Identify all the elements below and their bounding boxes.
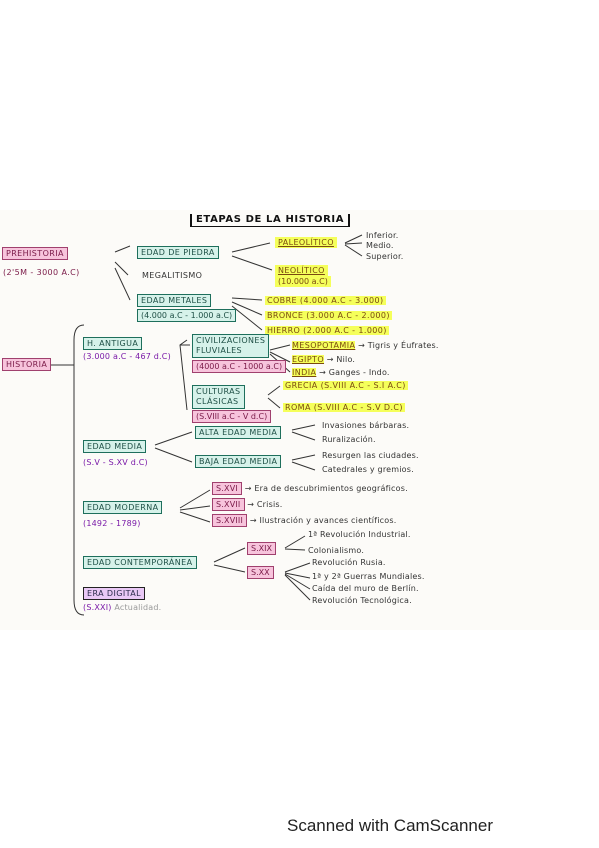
antigua-box: H. ANTIGUA xyxy=(83,337,143,350)
mesopotamia-desc: → Tigris y Éufrates. xyxy=(358,341,439,350)
clasicas-label-1: CULTURAS xyxy=(196,387,241,396)
xix-item-1: 1ª Revolución Industrial. xyxy=(308,530,411,539)
s-xviii-desc: → Ilustración y avances científicos. xyxy=(249,516,397,525)
hierro-label: HIERRO (2.000 a.C - 1.000) xyxy=(265,326,389,335)
media-box: EDAD MEDIA xyxy=(83,440,147,453)
egipto-label: EGIPTO xyxy=(292,355,325,364)
moderna-dates: (1492 - 1789) xyxy=(83,519,141,528)
baja-edad-media-box: BAJA EDAD MEDIA xyxy=(195,455,282,468)
fluviales-box: CIVILIZACIONES FLUVIALES xyxy=(192,334,270,358)
camscanner-watermark: Scanned with CamScanner xyxy=(287,816,494,835)
clasicas-label-2: CLÁSICAS xyxy=(196,397,239,406)
era-digital-row: (S.XXI) Actualidad. xyxy=(83,603,161,612)
s-xvi-row: S.XVI → Era de descubrimientos geográfic… xyxy=(212,482,408,495)
prehistoria-brace xyxy=(114,245,131,301)
clasicas-dates: (S.VIII a.C - V d.C) xyxy=(192,410,272,423)
page-title: ETAPAS DE LA HISTORIA xyxy=(190,214,351,227)
superior-label: Superior. xyxy=(366,252,404,261)
edad-piedra-box: EDAD DE PIEDRA xyxy=(137,246,219,259)
xx-item-4: Revolución Tecnológica. xyxy=(312,596,412,605)
era-digital-desc: Actualidad. xyxy=(114,603,162,612)
s-xviii-box: S.XVIII xyxy=(212,514,248,527)
xx-item-3: Caída del muro de Berlín. xyxy=(312,584,419,593)
clasicas-box: CULTURAS CLÁSICAS xyxy=(192,385,245,409)
india-row: INDIA → Ganges - Indo. xyxy=(292,368,390,377)
s-xvi-box: S.XVI xyxy=(212,482,242,495)
s-xvii-box: S.XVII xyxy=(212,498,245,511)
india-label: INDIA xyxy=(292,368,317,377)
s-xvii-row: S.XVII → Crisis. xyxy=(212,498,283,511)
baja-item-1: Resurgen las ciudades. xyxy=(322,451,419,460)
s-xx-box: S.XX xyxy=(247,566,274,579)
fluviales-label-2: FLUVIALES xyxy=(196,346,243,355)
edad-metales-box: EDAD METALES xyxy=(137,294,212,307)
era-digital-dates: (S.XXI) xyxy=(83,603,112,612)
bronce-label: BRONCE (3.000 a.C - 2.000) xyxy=(265,311,392,320)
xx-item-1: Revolución Rusia. xyxy=(312,558,386,567)
xx-item-2: 1ª y 2ª Guerras Mundiales. xyxy=(312,572,425,581)
historia-box: HISTORIA xyxy=(2,358,52,371)
media-dates: (S.V - S.XV d.C) xyxy=(83,458,148,467)
fluviales-dates: (4000 a.C - 1000 a.C) xyxy=(192,360,287,373)
s-xviii-row: S.XVIII → Ilustración y avances científi… xyxy=(212,514,397,527)
prehistoria-dates: (2'5M - 3000 a.C) xyxy=(3,268,80,277)
s-xvi-desc: → Era de descubrimientos geográficos. xyxy=(244,484,408,493)
moderna-box: EDAD MODERNA xyxy=(83,501,163,514)
paleolitico-label: PALEOLÍTICO xyxy=(275,237,337,248)
egipto-desc: → Nilo. xyxy=(326,355,356,364)
mesopotamia-label: MESOPOTAMIA xyxy=(292,341,356,350)
megalitismo-label: MEGALITISMO xyxy=(142,271,203,280)
inferior-label: Inferior. xyxy=(366,231,399,240)
era-digital-box: ERA DIGITAL xyxy=(83,587,145,600)
grecia-label: GRECIA (S.VIII a.C - S.I a.C) xyxy=(283,381,408,390)
medio-label: Medio. xyxy=(366,241,394,250)
alta-item-2: Ruralización. xyxy=(322,435,376,444)
alta-edad-media-box: ALTA EDAD MEDIA xyxy=(195,426,282,439)
cobre-label: COBRE (4.000 a.C - 3.000) xyxy=(265,296,386,305)
alta-item-1: Invasiones bárbaras. xyxy=(322,421,410,430)
s-xvii-desc: → Crisis. xyxy=(247,500,283,509)
neolitico-date: (10.000 a.C) xyxy=(275,276,331,287)
roma-label: ROMA (S.VIII a.C - S.V d.C) xyxy=(283,403,405,412)
baja-item-2: Catedrales y gremios. xyxy=(322,465,414,474)
egipto-row: EGIPTO → Nilo. xyxy=(292,355,355,364)
contemporanea-box: EDAD CONTEMPORÁNEA xyxy=(83,556,197,569)
india-desc: → Ganges - Indo. xyxy=(319,368,390,377)
xix-item-2: Colonialismo. xyxy=(308,546,365,555)
antigua-dates: (3.000 a.C - 467 d.C) xyxy=(83,352,171,361)
mesopotamia-row: MESOPOTAMIA → Tigris y Éufrates. xyxy=(292,341,439,350)
s-xix-box: S.XIX xyxy=(247,542,276,555)
neolitico-label: NEOLÍTICO xyxy=(275,265,328,276)
fluviales-label-1: CIVILIZACIONES xyxy=(196,336,266,345)
edad-metales-dates: (4.000 a.C - 1.000 a.C) xyxy=(137,309,237,322)
prehistoria-box: PREHISTORIA xyxy=(2,247,68,260)
